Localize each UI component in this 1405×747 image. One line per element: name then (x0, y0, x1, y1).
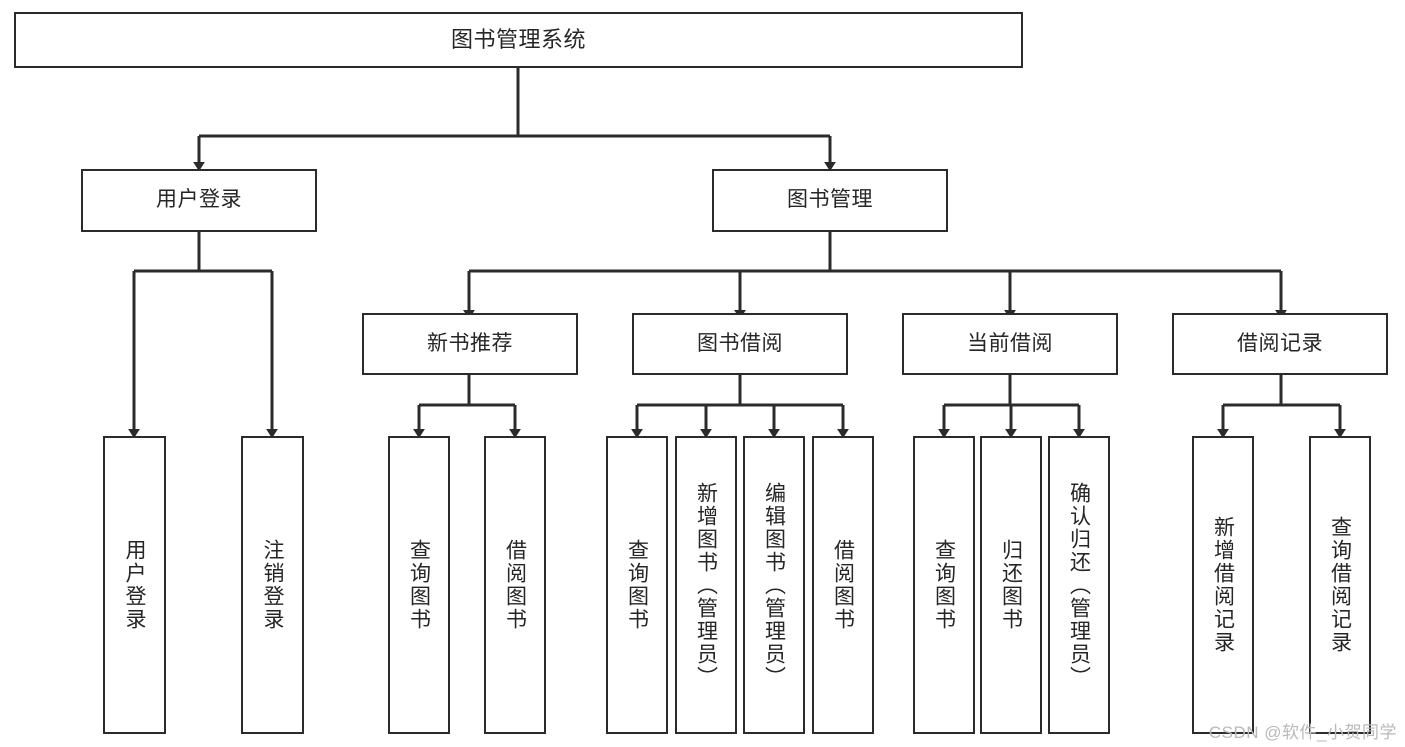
node-leaf-query-borrow-record[interactable]: 查询借阅记录 (1309, 436, 1371, 734)
node-book-management-system[interactable]: 图书管理系统 (14, 12, 1023, 68)
node-leaf-user-login[interactable]: 用户登录 (103, 436, 166, 734)
node-leaf-borrow-book-1[interactable]: 借阅图书 (484, 436, 546, 734)
node-label: 注销登录 (261, 539, 285, 631)
node-book-borrow[interactable]: 图书借阅 (632, 313, 848, 375)
node-label: 新书推荐 (427, 331, 513, 355)
node-leaf-query-book-3[interactable]: 查询图书 (913, 436, 975, 734)
node-leaf-return-book[interactable]: 归还图书 (980, 436, 1042, 734)
node-label: 查询图书 (407, 539, 431, 631)
node-leaf-add-borrow-record[interactable]: 新增借阅记录 (1192, 436, 1254, 734)
node-borrow-record[interactable]: 借阅记录 (1172, 313, 1388, 375)
node-label: 查询借阅记录 (1328, 516, 1352, 654)
node-leaf-query-book-1[interactable]: 查询图书 (388, 436, 450, 734)
node-leaf-logout-login[interactable]: 注销登录 (241, 436, 304, 734)
node-label: 图书管理 (787, 188, 873, 212)
node-label: 用户登录 (123, 539, 147, 631)
node-current-borrow[interactable]: 当前借阅 (902, 313, 1118, 375)
node-book-management[interactable]: 图书管理 (712, 169, 948, 232)
node-leaf-add-book[interactable]: 新增图书（管理员） (675, 436, 737, 734)
node-label: 借阅记录 (1237, 331, 1323, 355)
node-label: 编辑图书（管理员） (762, 481, 786, 689)
node-label: 图书借阅 (697, 331, 783, 355)
node-label: 用户登录 (156, 188, 242, 212)
node-label: 当前借阅 (967, 331, 1053, 355)
node-label: 新增借阅记录 (1211, 516, 1235, 654)
node-label: 图书管理系统 (450, 27, 586, 53)
node-label: 查询图书 (625, 539, 649, 631)
node-leaf-edit-book[interactable]: 编辑图书（管理员） (743, 436, 805, 734)
node-leaf-query-book-2[interactable]: 查询图书 (606, 436, 668, 734)
node-label: 归还图书 (999, 539, 1023, 631)
node-label: 确认归还（管理员） (1067, 481, 1091, 689)
node-user-login[interactable]: 用户登录 (81, 169, 317, 232)
node-label: 查询图书 (932, 539, 956, 631)
node-leaf-borrow-book-2[interactable]: 借阅图书 (812, 436, 874, 734)
node-label: 借阅图书 (831, 539, 855, 631)
node-leaf-confirm-return[interactable]: 确认归还（管理员） (1048, 436, 1110, 734)
node-label: 新增图书（管理员） (694, 481, 718, 689)
node-label: 借阅图书 (503, 539, 527, 631)
node-new-book-recommend[interactable]: 新书推荐 (362, 313, 578, 375)
